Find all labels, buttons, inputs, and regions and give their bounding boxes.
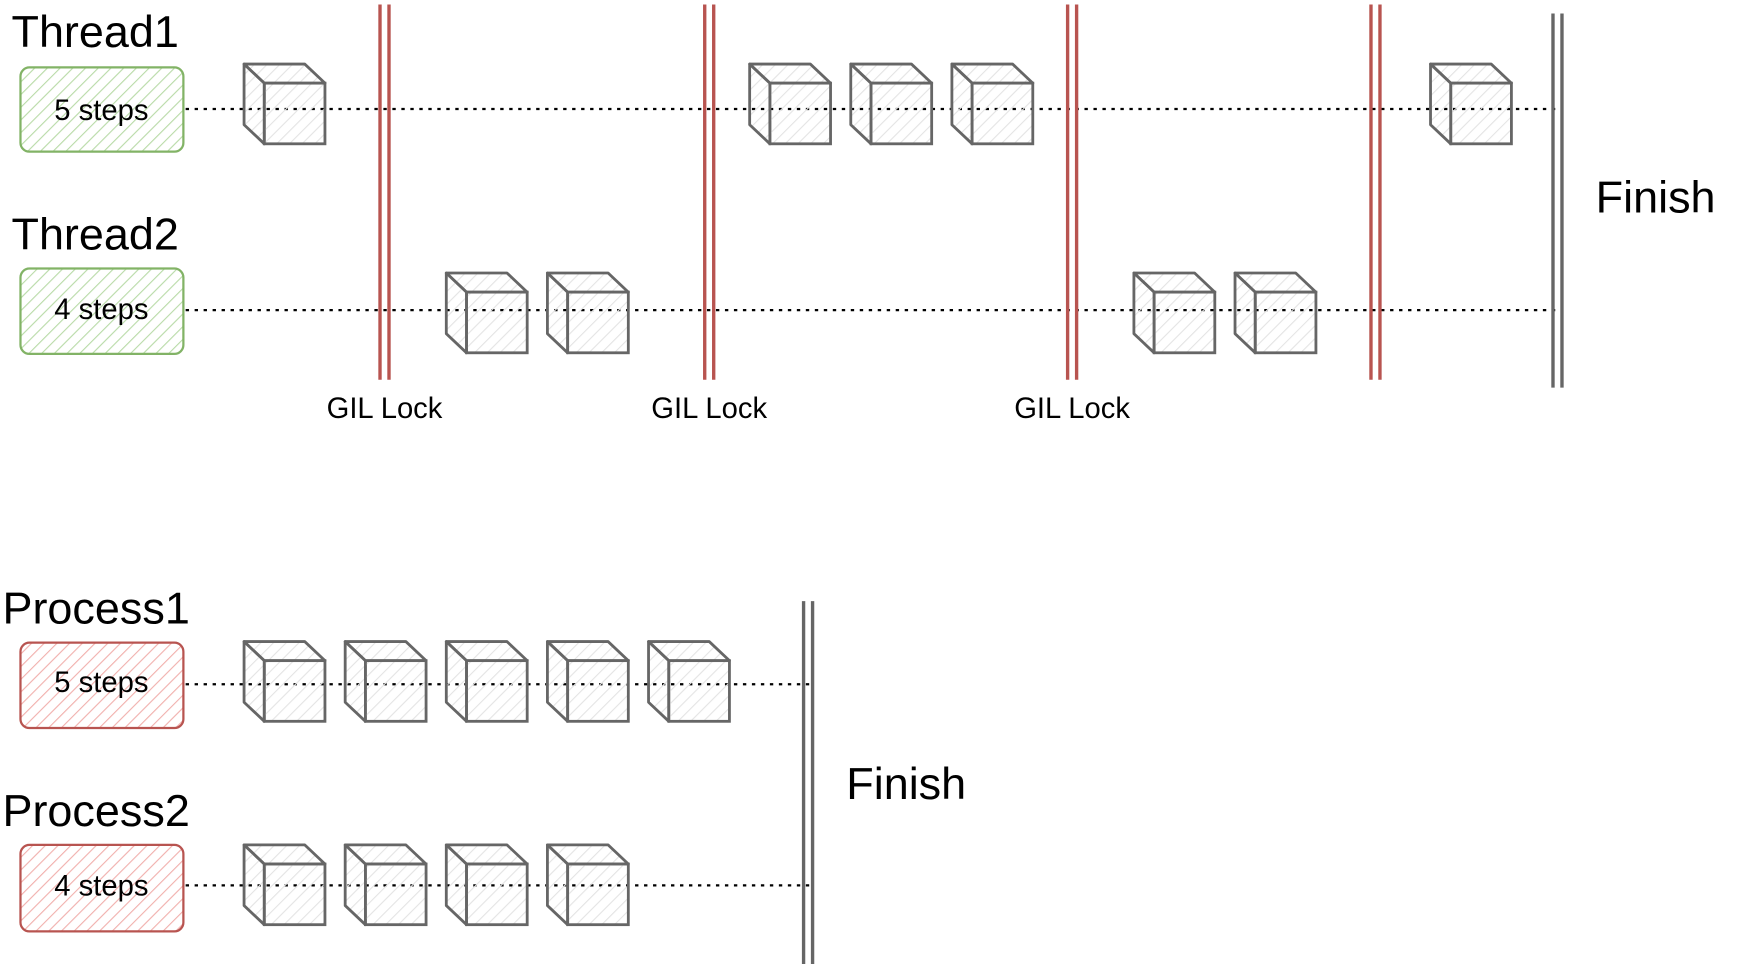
- process2-steps-label: 4 steps: [54, 870, 148, 902]
- gil-lock-barrier: [703, 4, 716, 380]
- step-cube: [546, 843, 630, 927]
- cube-front-face: [970, 81, 1035, 146]
- step-cube: [546, 640, 630, 723]
- step-cube: [1132, 271, 1217, 355]
- cube-front-face: [768, 81, 832, 146]
- step-cube: [242, 640, 327, 723]
- cube-front-face: [869, 81, 934, 146]
- process2-steps-box: 4 steps: [19, 843, 185, 933]
- threads-finish-label: Finish: [1596, 171, 1716, 222]
- cube-front-face: [667, 659, 731, 723]
- processes-finish-barrier: [801, 601, 815, 964]
- step-cube: [546, 271, 630, 355]
- processes-finish-label: Finish: [846, 758, 966, 809]
- step-cube: [849, 62, 934, 146]
- cube-front-face: [465, 659, 529, 723]
- cube-front-face: [465, 862, 529, 927]
- step-cube: [444, 843, 529, 927]
- cube-front-face: [262, 659, 327, 723]
- step-cube: [748, 62, 832, 146]
- cube-front-face: [364, 862, 428, 927]
- step-cube: [444, 640, 529, 723]
- process1-title: Process1: [3, 583, 190, 634]
- process2-title: Process2: [3, 785, 190, 836]
- step-cube: [444, 271, 529, 355]
- step-cube: [647, 640, 731, 723]
- thread1-steps-label: 5 steps: [54, 95, 148, 127]
- cube-front-face: [566, 290, 630, 355]
- thread1-title: Thread1: [11, 6, 178, 57]
- thread2-title: Thread2: [11, 208, 178, 259]
- process1-steps-box: 5 steps: [19, 641, 185, 730]
- gil-lock-barrier: [378, 4, 391, 380]
- gil-lock-barrier: [1065, 4, 1079, 380]
- thread2-steps-box: 4 steps: [19, 267, 185, 356]
- step-cube: [1233, 271, 1318, 355]
- cube-front-face: [566, 659, 630, 723]
- process1-steps-label: 5 steps: [54, 667, 148, 699]
- step-cube: [343, 843, 428, 927]
- thread1-steps-box: 5 steps: [19, 66, 185, 153]
- cube-front-face: [262, 862, 327, 927]
- step-cube: [343, 640, 428, 723]
- step-cubes: [242, 62, 1513, 927]
- cube-front-face: [1152, 290, 1217, 355]
- gil-lock-label-1: GIL Lock: [327, 393, 443, 425]
- gil-lock-barrier: [1369, 4, 1382, 380]
- step-cube: [950, 62, 1035, 146]
- step-cube: [242, 62, 327, 146]
- cube-front-face: [364, 659, 428, 723]
- barriers: [378, 4, 1564, 964]
- thread2-steps-label: 4 steps: [54, 294, 148, 326]
- gil-lock-label-3: GIL Lock: [1014, 393, 1130, 425]
- step-cube: [242, 843, 327, 927]
- cube-front-face: [1449, 81, 1513, 146]
- cube-front-face: [465, 290, 529, 355]
- threads-finish-barrier: [1551, 13, 1564, 388]
- cube-front-face: [262, 81, 327, 146]
- step-cube: [1429, 62, 1513, 146]
- cube-front-face: [566, 862, 630, 927]
- cube-front-face: [1253, 290, 1318, 355]
- gil-lock-label-2: GIL Lock: [651, 393, 767, 425]
